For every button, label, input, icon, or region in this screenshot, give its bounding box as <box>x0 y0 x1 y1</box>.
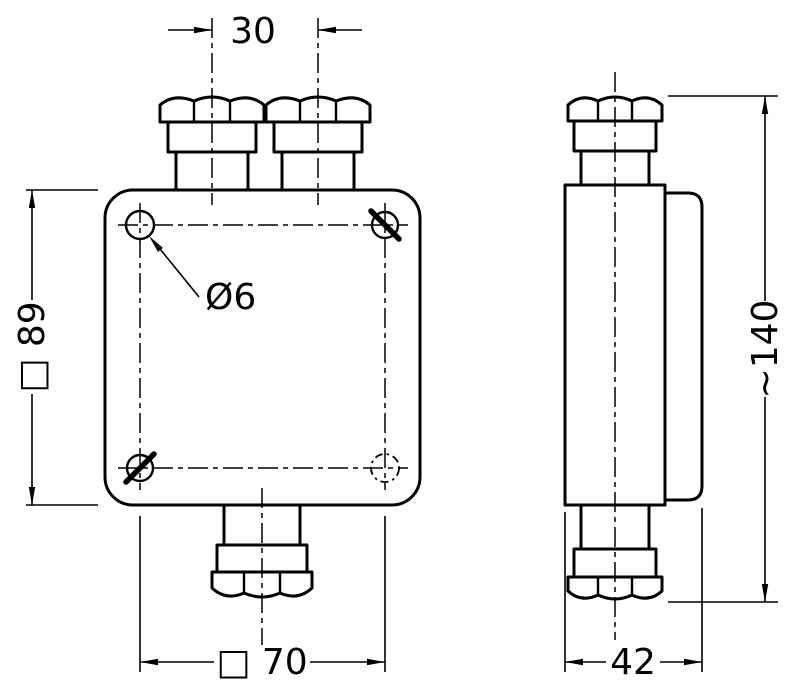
dim-label-box-size: □ 89 <box>12 301 53 392</box>
hole-pattern-centerlines <box>118 203 408 490</box>
screw-slot-icon <box>368 208 402 242</box>
gland-nut <box>264 95 372 124</box>
dim-label-hole-diameter: Ø6 <box>205 277 256 318</box>
dim-label-total-height: ~140 <box>745 300 786 399</box>
gland-nut <box>210 570 314 599</box>
screw-slot-icon <box>123 451 157 485</box>
dim-hole-spacing: □ 70 <box>139 516 386 683</box>
front-view <box>103 18 422 645</box>
dim-label-depth: 42 <box>610 642 656 683</box>
gland-nut <box>566 95 664 123</box>
mount-hole-top-left <box>124 209 156 241</box>
mount-hole-bottom-right <box>370 453 400 483</box>
gland-nut <box>158 95 266 124</box>
dim-label-gland-spacing: 30 <box>230 11 276 52</box>
gland-nut <box>566 575 664 601</box>
dim-hole-diameter: Ø6 <box>149 236 256 318</box>
dim-label-hole-spacing: □ 70 <box>216 642 307 683</box>
dim-box-size: □ 89 <box>12 189 98 506</box>
leader-line <box>155 243 200 298</box>
screw-bottom-left <box>123 451 157 485</box>
dim-depth: 42 <box>564 508 703 683</box>
side-view <box>563 72 704 640</box>
screw-top-right <box>368 208 402 242</box>
lid-outline <box>663 191 704 502</box>
front-centerlines <box>211 18 319 645</box>
dim-gland-spacing: 30 <box>168 11 362 52</box>
cable-gland-side-bottom <box>566 503 664 601</box>
cable-gland-bottom <box>210 503 314 599</box>
dim-total-height: ~140 <box>668 95 786 603</box>
